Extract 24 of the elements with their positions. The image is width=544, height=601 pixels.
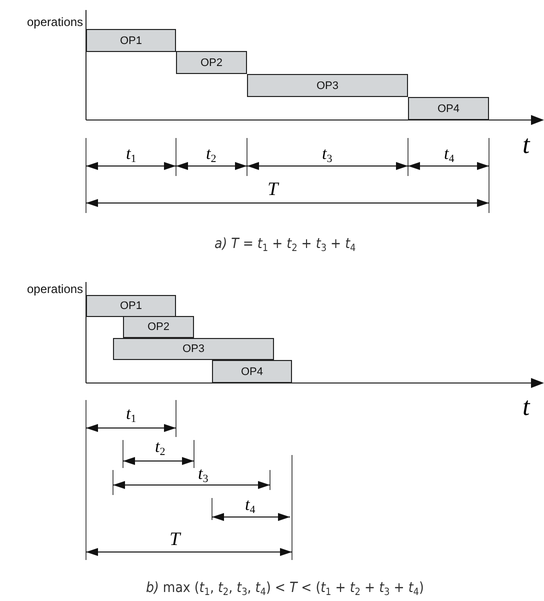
operation-bar: OP4 <box>408 97 489 120</box>
dimension-label: T <box>170 530 180 548</box>
dimension-label: t$_{2}$ <box>155 438 166 458</box>
dimension-label: t$_{1}$ <box>126 405 136 425</box>
dimension-label: t$_{2}$ <box>206 145 216 165</box>
dimension-label: t$_{1}$ <box>126 145 136 165</box>
operation-bar: OP4 <box>212 360 292 383</box>
dimension-label: t$_{4}$ <box>444 145 454 165</box>
operation-bar: OP1 <box>86 29 176 52</box>
axis-label: operations <box>27 16 84 28</box>
operation-bar: OP2 <box>176 51 247 74</box>
caption: b) max (t$_{1}$, t$_{2}$, t$_{3}$, t$_{4}$) < T < (t$_{1}$ + t$_{2}$ + t$_{3}$ + t$_{4}$) <box>146 580 424 598</box>
operation-bar: OP2 <box>123 316 194 338</box>
dimension-label: t$_{4}$ <box>245 496 256 516</box>
axis-label: t <box>522 132 530 158</box>
caption: a) T = t$_{1}$ + t$_{2}$ + t$_{3}$ + t$_{4}$ <box>214 236 356 254</box>
dimension-label: t$_{3}$ <box>198 465 208 485</box>
dimension-label: t$_{3}$ <box>322 145 332 165</box>
axis-label: operations <box>27 283 84 295</box>
dimension-label: T <box>268 180 278 198</box>
operation-bar: OP3 <box>113 338 274 360</box>
axis-label: t <box>522 394 530 420</box>
operation-bar: OP1 <box>86 295 176 317</box>
operation-bar: OP3 <box>247 74 408 97</box>
